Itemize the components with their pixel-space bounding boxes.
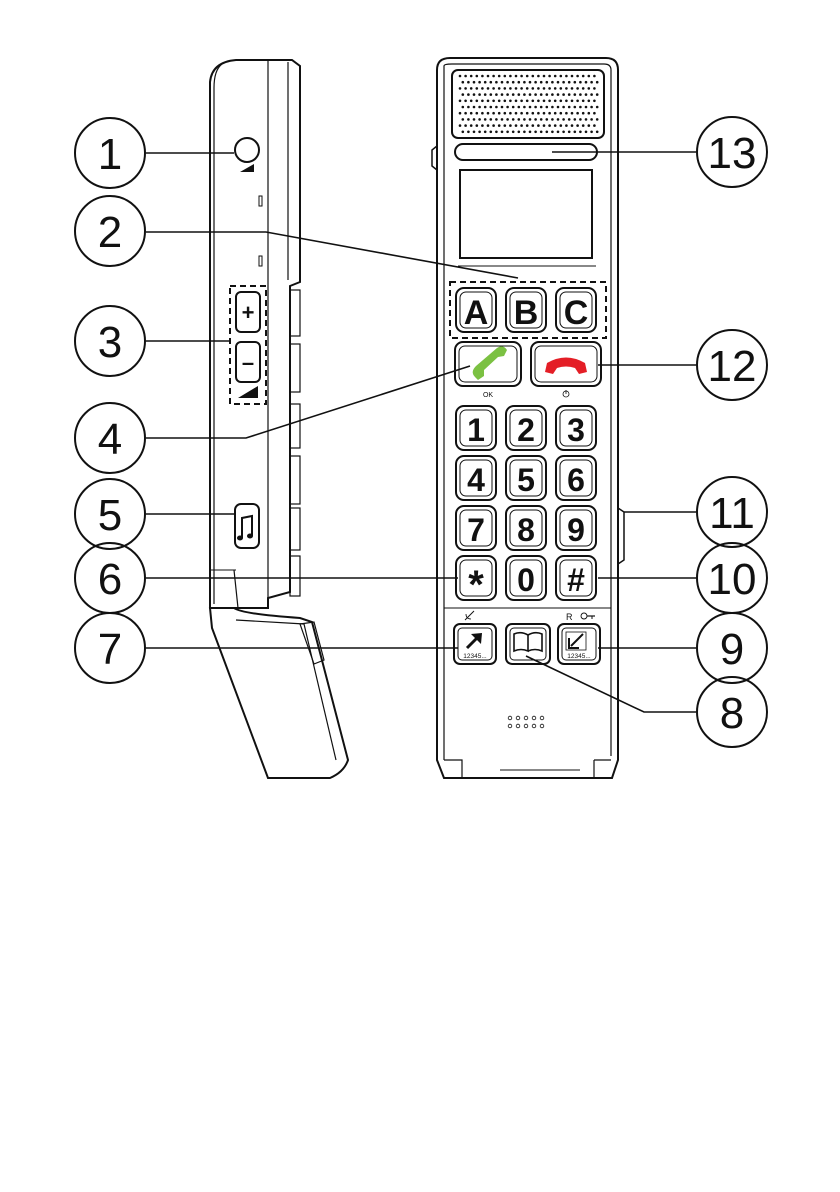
memory-key-b[interactable]: B (506, 288, 546, 332)
key-7-label: 7 (467, 512, 485, 548)
call-key[interactable]: OK (455, 342, 521, 399)
callout-2-label: 2 (98, 208, 122, 257)
callout-6-label: 6 (98, 555, 122, 604)
callout-7: 7 (75, 613, 145, 683)
key-hash-label: # (567, 562, 585, 598)
key-9[interactable]: 9 (556, 506, 596, 550)
key-lock-icon (581, 613, 595, 619)
volume-wedge-icon (238, 386, 258, 398)
key-3[interactable]: 3 (556, 406, 596, 450)
callout-10: 10 (697, 543, 767, 613)
key-4[interactable]: 4 (456, 456, 496, 500)
callout-4: 4 (75, 403, 145, 473)
redial-key[interactable]: 12345... (454, 624, 496, 664)
callout-12: 12 (697, 330, 767, 400)
redial-sub-label: 12345... (463, 653, 487, 660)
phone-hangup-icon (545, 358, 587, 375)
key-8[interactable]: 8 (506, 506, 546, 550)
arrow-down-left-icon (566, 632, 586, 650)
key-6[interactable]: 6 (556, 456, 596, 500)
phone-call-icon (473, 346, 507, 380)
key-2-label: 2 (517, 412, 535, 448)
r-label: R (566, 612, 573, 622)
volume-low-icon (240, 164, 254, 172)
key-star-label: * (468, 563, 484, 607)
callout-3: 3 (75, 306, 145, 376)
callout-13-label: 13 (708, 129, 757, 178)
ringer-button[interactable] (235, 504, 259, 548)
earpiece-dots (459, 75, 599, 133)
phonebook-key[interactable] (506, 624, 550, 664)
display-screen (460, 170, 592, 258)
key-2[interactable]: 2 (506, 406, 546, 450)
memory-key-b-label: B (514, 294, 539, 332)
handset-side-view: + – (210, 60, 348, 778)
callout-10-label: 10 (708, 555, 757, 604)
key-8-label: 8 (517, 512, 535, 548)
leader-lines (146, 152, 696, 712)
callout-8: 8 (697, 677, 767, 747)
key-1-label: 1 (467, 412, 485, 448)
key-7[interactable]: 7 (456, 506, 496, 550)
key-star[interactable]: * (456, 556, 496, 607)
mute-icon (465, 611, 474, 620)
memory-key-a-label: A (464, 294, 489, 332)
callout-3-label: 3 (98, 318, 122, 367)
book-icon (514, 633, 542, 651)
volume-up-label: + (242, 300, 255, 325)
key-6-label: 6 (567, 462, 585, 498)
key-1[interactable]: 1 (456, 406, 496, 450)
key-5-label: 5 (517, 462, 535, 498)
key-0-label: 0 (517, 562, 535, 598)
earpiece-grille (452, 70, 604, 138)
memory-key-c-label: C (564, 294, 589, 332)
key-9-label: 9 (567, 512, 585, 548)
callout-6: 6 (75, 543, 145, 613)
volume-down-label: – (242, 350, 254, 375)
key-5[interactable]: 5 (506, 456, 546, 500)
callout-13: 13 (697, 117, 767, 187)
key-3-label: 3 (567, 412, 585, 448)
key-0[interactable]: 0 (506, 556, 546, 600)
callout-11-label: 11 (709, 489, 755, 538)
key-hash[interactable]: # (556, 556, 596, 600)
headset-jack (235, 138, 259, 162)
callout-9-label: 9 (720, 625, 744, 674)
callout-4-label: 4 (98, 415, 122, 464)
end-call-key[interactable] (531, 342, 601, 397)
arrow-up-right-icon (467, 633, 482, 648)
callout-12-label: 12 (708, 342, 757, 391)
callers-list-key[interactable]: 12345... (558, 624, 600, 664)
callout-9: 9 (697, 613, 767, 683)
callout-8-label: 8 (720, 689, 744, 738)
callout-5-label: 5 (98, 491, 122, 540)
microphone-holes (508, 716, 544, 728)
callout-1-label: 1 (98, 130, 122, 179)
power-icon (563, 390, 569, 397)
callout-1: 1 (75, 118, 145, 188)
callers-sub-label: 12345... (567, 653, 591, 660)
memory-key-a[interactable]: A (456, 288, 496, 332)
ok-label: OK (483, 392, 493, 399)
callout-5: 5 (75, 479, 145, 549)
callout-11: 11 (697, 477, 767, 547)
music-note-icon (237, 516, 253, 541)
callout-7-label: 7 (98, 625, 122, 674)
key-4-label: 4 (467, 462, 485, 498)
memory-key-c[interactable]: C (556, 288, 596, 332)
callout-2: 2 (75, 196, 145, 266)
